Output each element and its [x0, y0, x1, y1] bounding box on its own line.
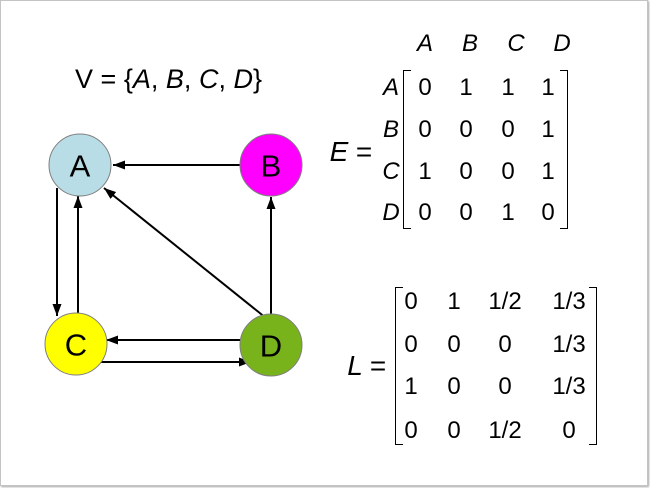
vertex-set-separator: ,: [218, 64, 226, 94]
matrix-l-cell: 0: [447, 331, 461, 358]
matrix-e-col-header-a: A: [416, 30, 434, 57]
vertex-set-open-brace: {: [123, 64, 133, 94]
matrix-e-row-header-d: D: [382, 199, 400, 226]
matrix-l-cell: 0: [404, 331, 418, 358]
vertex-set-item-d: D: [233, 64, 253, 94]
node-c-label: C: [65, 328, 87, 363]
directed-graph: A B C D: [44, 133, 303, 377]
vertex-set-close-brace: }: [252, 64, 263, 94]
matrix-e-cell: 0: [541, 199, 555, 226]
matrix-e-cell: 1: [541, 158, 555, 185]
matrix-e-cell: 0: [459, 116, 473, 143]
node-b: B: [239, 133, 303, 197]
node-b-circle: [239, 133, 303, 197]
vertex-set-item-a: A: [132, 64, 151, 94]
matrix-l-cell: 0: [498, 331, 512, 358]
matrix-l-cell: 0: [447, 417, 461, 444]
matrix-l-cell: 1/2: [488, 417, 522, 444]
matrix-e-col-header-d: D: [553, 30, 571, 57]
matrix-l-cell: 0: [404, 417, 418, 444]
matrix-l-cell: 0: [404, 288, 418, 315]
matrix-e-cell: 1: [501, 199, 515, 226]
matrix-l-cell: 1: [404, 373, 418, 400]
matrix-l-cell: 1/3: [552, 288, 586, 315]
matrix-e-row-header-b: B: [382, 116, 400, 143]
matrix-e-cell: 1: [501, 74, 515, 101]
node-b-label: B: [261, 149, 282, 184]
matrix-l-cell: 0: [562, 417, 576, 444]
matrix-e-cell: 0: [418, 74, 432, 101]
node-d-label: D: [260, 329, 282, 364]
matrix-l-cell: 0: [447, 373, 461, 400]
matrix-l-right-bracket: [589, 287, 597, 445]
vertex-set-item-c: C: [198, 64, 219, 94]
matrix-e-cell: 0: [501, 116, 515, 143]
matrix-l-left-bracket: [395, 287, 403, 445]
matrix-e-cell: 1: [541, 74, 555, 101]
matrix-e-equals: =: [355, 136, 373, 167]
matrix-l-cell: 0: [498, 373, 512, 400]
vertex-set-item-b: B: [165, 64, 184, 94]
node-a-circle: [48, 133, 112, 197]
node-d: D: [239, 313, 303, 377]
edge-d-to-a: [103, 187, 267, 319]
vertex-set-name: V: [75, 64, 94, 94]
node-c: C: [44, 312, 108, 376]
matrix-e-cell: 1: [459, 74, 473, 101]
matrix-e-row-header-c: C: [382, 158, 400, 185]
graph-edges: [52, 160, 276, 367]
matrix-e-cell: 0: [459, 158, 473, 185]
node-d-circle: [239, 313, 303, 377]
matrix-e-col-header-b: B: [461, 30, 479, 57]
node-a-label: A: [70, 149, 91, 184]
graph-nodes: A B C D: [44, 133, 303, 377]
matrix-e-cell: 0: [418, 199, 432, 226]
vertex-set-equals: =: [100, 64, 117, 94]
matrix-e-cell: 0: [501, 158, 515, 185]
matrix-l-equals: =: [369, 350, 387, 381]
matrix-e-row-header-a: A: [382, 74, 400, 101]
vertex-set: V = {A, B, C, D}: [75, 63, 262, 95]
matrix-l-cell: 1/2: [488, 288, 522, 315]
matrix-e-name: E: [329, 136, 349, 167]
matrix-e-left-bracket: [403, 70, 411, 229]
matrix-e-cell: 0: [418, 116, 432, 143]
vertex-set-separator: ,: [150, 64, 159, 94]
matrix-e-cell: 1: [418, 158, 432, 185]
matrix-e-cell: 0: [459, 199, 473, 226]
matrix-l-name: L: [347, 350, 363, 381]
node-a: A: [48, 133, 112, 197]
matrix-e-right-bracket: [560, 70, 568, 229]
node-c-circle: [44, 312, 108, 376]
vertex-set-separator: ,: [183, 64, 192, 94]
matrix-l-cell: 1/3: [552, 331, 586, 358]
matrix-e-col-header-c: C: [507, 30, 525, 57]
matrix-l-cell: 1: [447, 288, 461, 315]
matrix-l-cell: 1/3: [552, 373, 586, 400]
matrix-e-cell: 1: [541, 116, 555, 143]
